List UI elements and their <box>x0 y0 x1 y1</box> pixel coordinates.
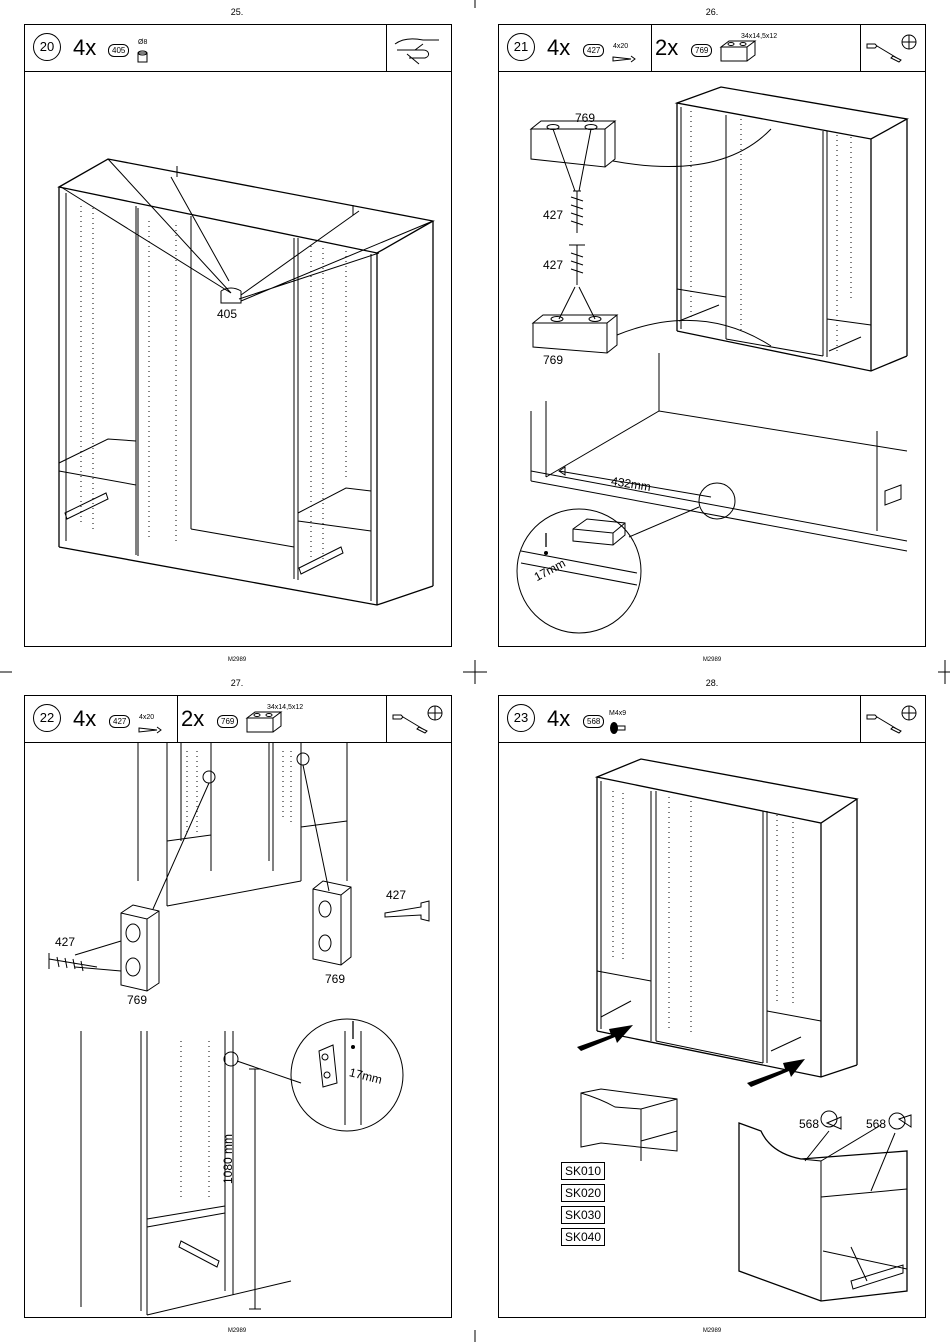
assembly-drawing-22 <box>25 742 453 1319</box>
screwdriver-icon <box>389 699 449 739</box>
part-label: 427 <box>55 935 75 949</box>
parts-header: 21 4x 427 4x20 2x 769 34x14,5x12 <box>499 25 925 72</box>
step-panel-22: 22 4x 427 4x20 2x 769 34x14,5x12 <box>24 695 452 1318</box>
part-qty: 2x <box>655 35 678 61</box>
hand-press-icon <box>389 28 449 68</box>
header-divider <box>177 696 178 742</box>
part-spec: 4x20 <box>613 43 628 50</box>
part-number: 405 <box>108 44 129 57</box>
bolt-icon <box>609 721 627 735</box>
part-number: 568 <box>583 715 604 728</box>
part-number: 769 <box>691 44 712 57</box>
step-panel-20: 20 4x 405 Ø8 405 <box>24 24 452 647</box>
step-number: 21 <box>507 33 535 61</box>
screw-icon <box>137 724 163 736</box>
part-label: 427 <box>543 258 563 272</box>
tool-box <box>860 25 925 71</box>
part-label: 769 <box>575 111 595 125</box>
parts-header: 22 4x 427 4x20 2x 769 34x14,5x12 <box>25 696 451 743</box>
part-label: 568 <box>866 1117 886 1131</box>
drawer-code: SK010 <box>561 1162 605 1180</box>
drawing-code: M2989 <box>217 1328 257 1334</box>
part-spec: M4x9 <box>609 710 626 717</box>
header-divider <box>651 25 652 71</box>
part-qty: 2x <box>181 706 204 732</box>
block-icon <box>245 710 285 736</box>
drawing-code: M2989 <box>692 657 732 663</box>
page-number: 26. <box>682 7 742 17</box>
wardrobe-drawing-20 <box>25 71 453 648</box>
drawer-code: SK030 <box>561 1206 605 1224</box>
step-number: 22 <box>33 704 61 732</box>
drawer-code: SK020 <box>561 1184 605 1202</box>
tool-box <box>386 25 451 71</box>
page-number: 25. <box>207 7 267 17</box>
part-label: 427 <box>386 888 406 902</box>
part-number: 427 <box>583 44 604 57</box>
part-qty: 4x <box>547 35 570 61</box>
parts-header: 23 4x 568 M4x9 <box>499 696 925 743</box>
part-qty: 4x <box>73 706 96 732</box>
part-label: 405 <box>217 307 237 321</box>
step-number: 20 <box>33 33 61 61</box>
part-number: 769 <box>217 715 238 728</box>
part-spec: 4x20 <box>139 714 154 721</box>
part-label: 769 <box>325 972 345 986</box>
screw-icon <box>611 53 637 65</box>
drawing-code: M2989 <box>217 657 257 663</box>
part-qty: 4x <box>73 35 96 61</box>
screwdriver-icon <box>863 699 923 739</box>
step-panel-23: 23 4x 568 M4x9 <box>498 695 926 1318</box>
parts-header: 20 4x 405 Ø8 <box>25 25 451 72</box>
drawing-code: M2989 <box>692 1328 732 1334</box>
screwdriver-icon <box>863 28 923 68</box>
step-number: 23 <box>507 704 535 732</box>
tool-box <box>386 696 451 742</box>
step-panel-21: 21 4x 427 4x20 2x 769 34x14,5x12 <box>498 24 926 647</box>
part-label: 769 <box>543 353 563 367</box>
part-spec: Ø8 <box>138 39 147 46</box>
part-number: 427 <box>109 715 130 728</box>
part-label: 427 <box>543 208 563 222</box>
dowel-icon <box>135 49 155 69</box>
drawer-code: SK040 <box>561 1228 605 1246</box>
part-label: 769 <box>127 993 147 1007</box>
part-qty: 4x <box>547 706 570 732</box>
height-measure: 1080 mm <box>221 1134 235 1184</box>
page-number: 27. <box>207 678 267 688</box>
tool-box <box>860 696 925 742</box>
page-number: 28. <box>682 678 742 688</box>
block-icon <box>719 39 759 65</box>
part-label: 568 <box>799 1117 819 1131</box>
